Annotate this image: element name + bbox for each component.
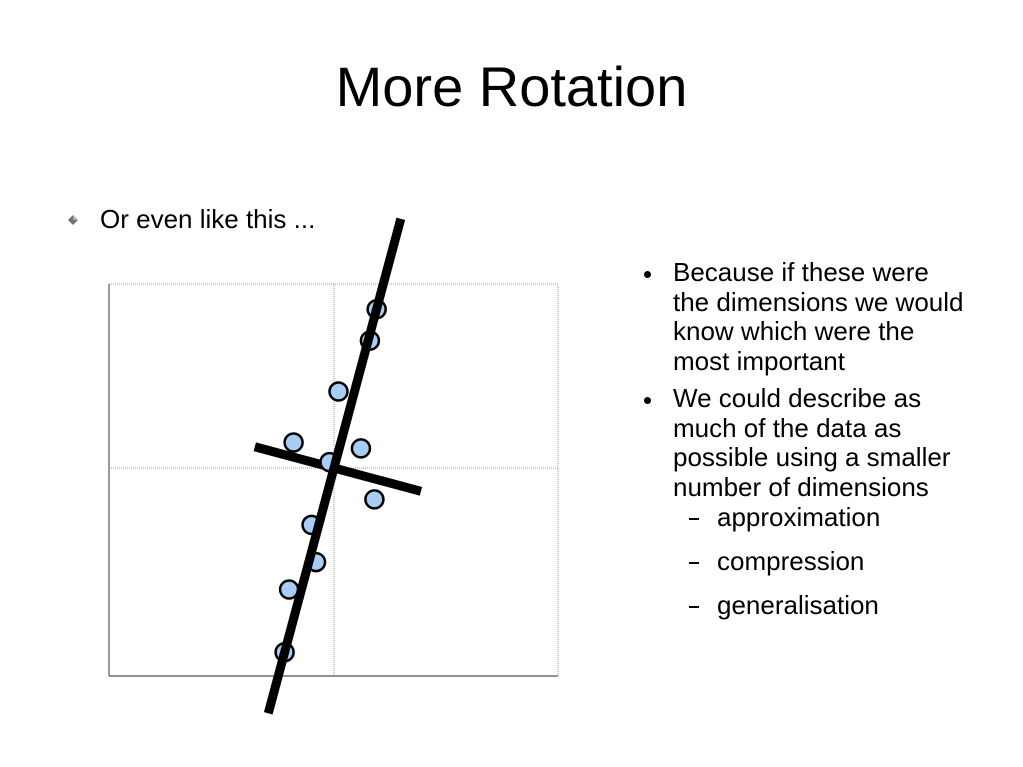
- intro-text: Or even like this ...: [100, 204, 316, 234]
- dash-icon: [689, 606, 699, 608]
- sub-item: generalisation: [673, 590, 970, 634]
- sub-list: approximation compression generalisation: [673, 502, 970, 634]
- data-point: [328, 381, 349, 402]
- slide-title: More Rotation: [335, 55, 688, 118]
- main-rotated-axis: [263, 217, 406, 715]
- sub-item-text: generalisation: [717, 590, 879, 620]
- bullet-text: Because if these were the dimensions we …: [673, 257, 964, 376]
- sub-item: compression: [673, 546, 970, 590]
- data-point: [283, 432, 304, 453]
- bullet-item: Because if these were the dimensions we …: [640, 257, 970, 376]
- bullet-dot: [644, 271, 651, 278]
- bullet-item: We could describe as much of the data as…: [640, 383, 970, 634]
- sub-item: approximation: [673, 502, 970, 546]
- bullet-dot: [644, 397, 651, 404]
- diamond-bullet-icon: [68, 215, 78, 225]
- dash-icon: [689, 518, 699, 520]
- bullet-list: Because if these were the dimensions we …: [640, 257, 970, 642]
- bullet-text: We could describe as much of the data as…: [673, 383, 951, 502]
- data-point: [364, 489, 385, 510]
- dash-icon: [689, 562, 699, 564]
- sub-item-text: compression: [717, 546, 865, 576]
- sub-item-text: approximation: [717, 502, 881, 532]
- data-point: [350, 438, 372, 459]
